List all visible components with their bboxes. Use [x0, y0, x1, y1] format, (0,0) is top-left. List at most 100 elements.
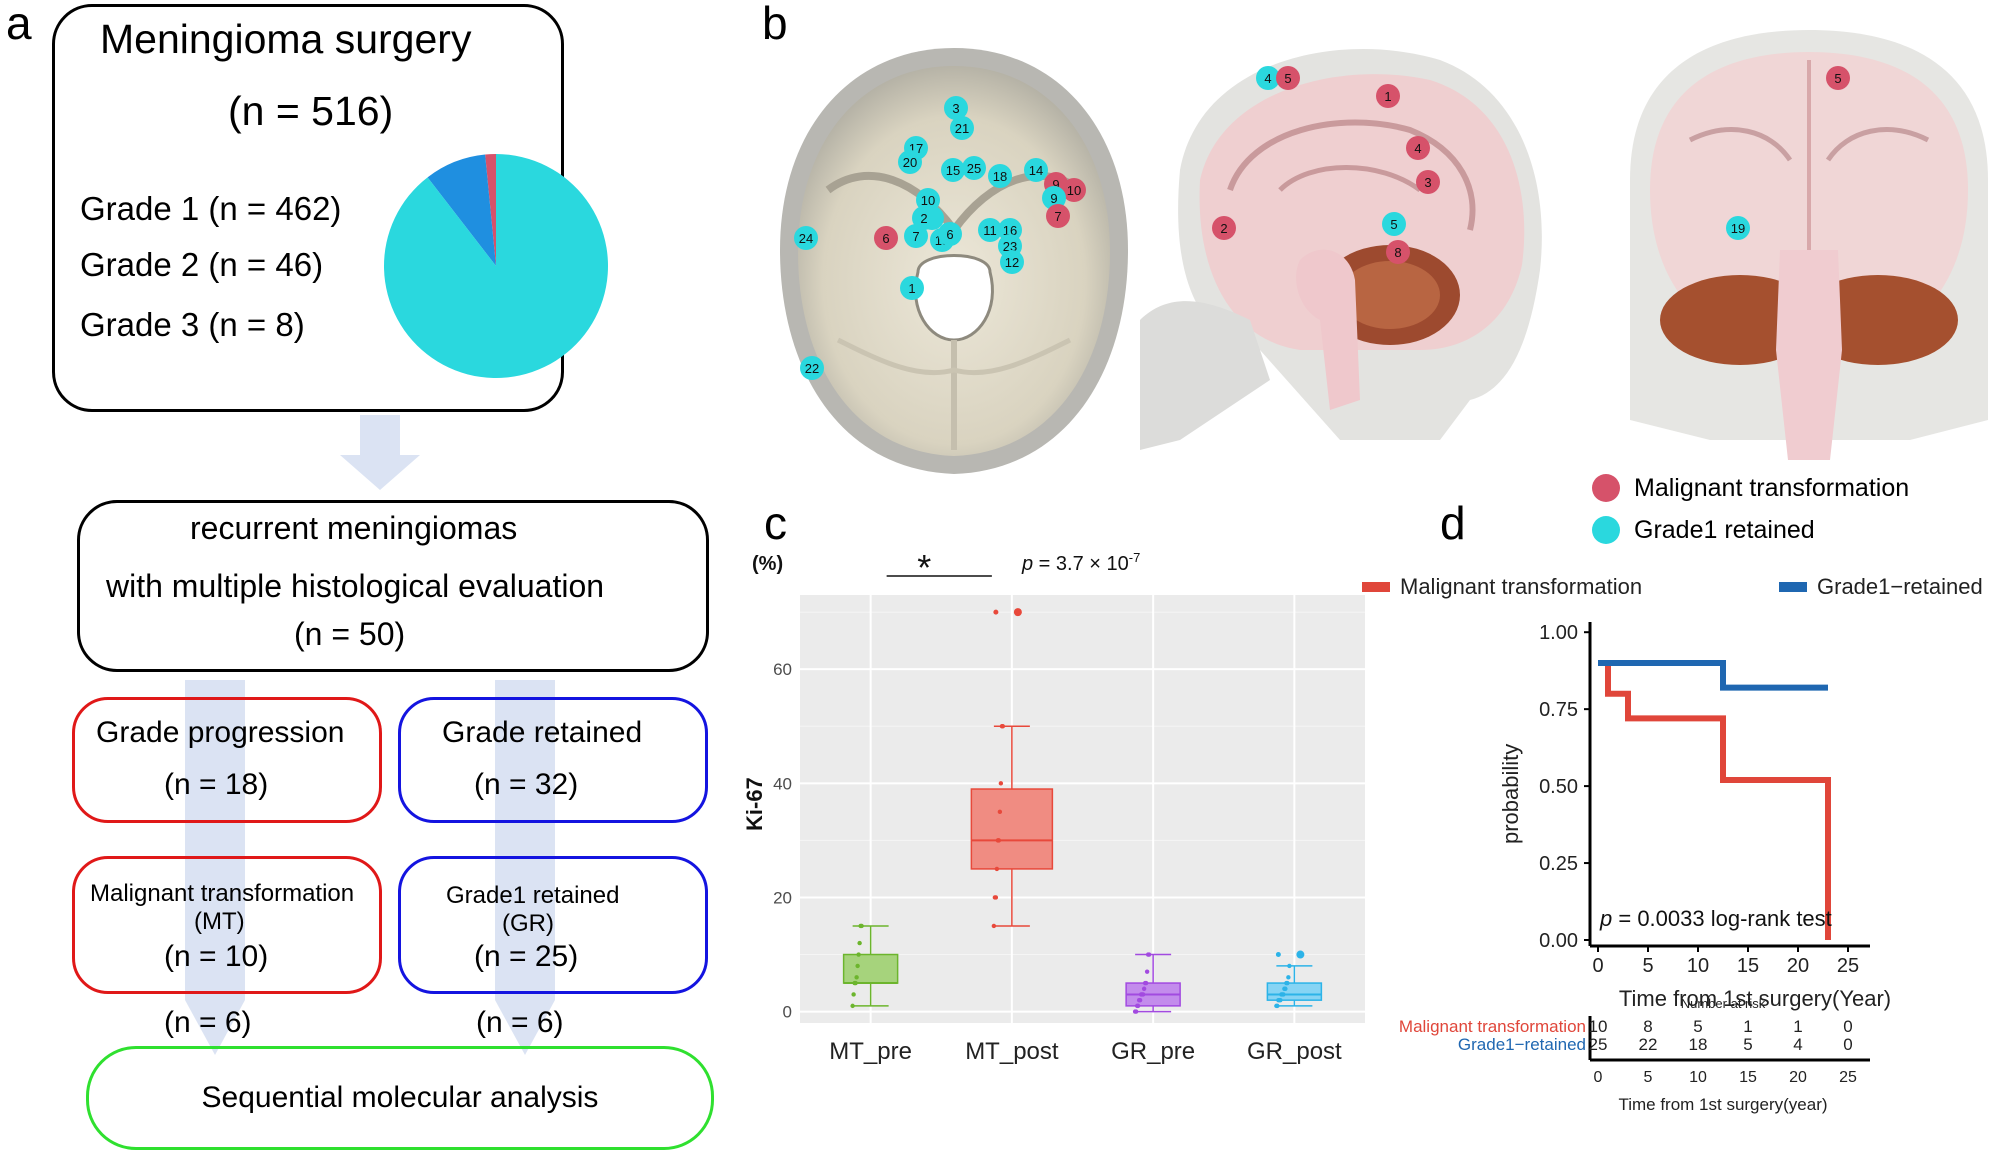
y-tick-label: 60	[773, 660, 792, 679]
x-axis-label: Time from 1st surgery(Year)	[1619, 986, 1891, 1011]
grade-retained-title: Grade retained	[442, 716, 643, 749]
grade1-label: Grade 1 (n = 462)	[80, 190, 342, 227]
data-point	[1285, 980, 1290, 986]
sagittal-marker-circle	[1276, 66, 1300, 90]
data-point	[994, 866, 1000, 872]
axial-marker-label: 22	[805, 361, 819, 376]
axial-marker-label: 2	[920, 211, 927, 226]
y-tick-label: 20	[773, 888, 792, 907]
axial-marker-label: 11	[983, 223, 997, 238]
surgery-count: (n = 516)	[228, 88, 394, 134]
legend-malignant-marker	[1592, 474, 1620, 502]
data-point	[1135, 1003, 1141, 1009]
sagittal-marker-label: 3	[1424, 175, 1431, 190]
risk-count-mt: 8	[1643, 1017, 1652, 1036]
data-point	[1143, 980, 1149, 986]
grade1-retained-box	[398, 856, 708, 994]
risk-x-tick-label: 15	[1739, 1069, 1757, 1086]
axial-marker-label: 21	[955, 121, 969, 136]
axial-marker-label: 10	[1067, 183, 1081, 198]
risk-x-axis-label: Time from 1st surgery(year)	[1618, 1095, 1827, 1114]
sagittal-marker-label: 2	[1220, 221, 1227, 236]
grade-progression-box	[72, 697, 382, 823]
data-point	[1287, 963, 1292, 969]
data-point	[1283, 986, 1288, 991]
legend-malignant-label: Malignant transformation	[1634, 474, 1910, 502]
y-tick-label: 40	[773, 774, 792, 793]
coronal-marker-circle	[1726, 216, 1750, 240]
significance-star: *	[917, 547, 931, 588]
data-point	[850, 1003, 855, 1009]
axial-marker-circle	[800, 356, 824, 380]
gr-abbr: (GR)	[502, 910, 554, 937]
axial-marker-circle	[1042, 186, 1066, 210]
grade-pie-chart	[384, 154, 608, 379]
axial-marker-circle	[988, 164, 1012, 188]
x-tick-label: GR_pre	[1111, 1038, 1195, 1065]
pie-slice-grade2	[427, 154, 496, 266]
axial-marker-circle	[900, 276, 924, 300]
legend-mt-label: Malignant transformation	[1400, 574, 1642, 599]
x-tick-label: 0	[1592, 955, 1603, 977]
axial-marker-circle	[1062, 178, 1086, 202]
risk-count-mt: 0	[1843, 1017, 1852, 1036]
data-point	[857, 940, 862, 946]
box-body	[842, 953, 899, 984]
outlier-point	[1296, 950, 1305, 959]
data-point	[859, 923, 864, 929]
axial-marker-label: 14	[1029, 163, 1043, 178]
risk-count-gr: 25	[1589, 1035, 1608, 1054]
gr-survival-curve	[1598, 659, 1828, 691]
data-point	[854, 975, 859, 980]
axial-marker-circle	[1046, 204, 1070, 228]
y-axis-label: Ki-67	[742, 777, 767, 831]
axial-marker-label: 25	[967, 161, 981, 176]
axial-marker-circle	[904, 224, 928, 248]
mt-count: (n = 10)	[164, 940, 269, 973]
outlier-point	[1013, 608, 1022, 617]
legend-grade1-marker	[1592, 516, 1620, 544]
axial-marker-label: 12	[1005, 255, 1019, 270]
panel-b-legend-markers	[1592, 474, 1620, 544]
risk-count-gr: 0	[1843, 1035, 1852, 1054]
sagittal-marker-circle	[1256, 66, 1280, 90]
axial-marker-circle	[950, 116, 974, 140]
risk-count-mt: 1	[1743, 1017, 1752, 1036]
y-tick-label: 0	[783, 1003, 792, 1022]
axial-skull-base-image: 3211720152518149109710827613624111623121…	[780, 48, 1128, 474]
x-tick-label: 10	[1687, 955, 1709, 977]
sagittal-marker-label: 5	[1390, 217, 1397, 232]
axial-marker-label: 7	[1054, 209, 1061, 224]
sagittal-marker-label: 8	[1394, 245, 1401, 260]
data-point	[851, 992, 856, 997]
risk-count-gr: 5	[1743, 1035, 1752, 1054]
coronal-brain-image: 519	[1630, 30, 1988, 460]
recurrent-box	[77, 500, 709, 672]
risk-count-gr: 22	[1639, 1035, 1658, 1054]
coronal-marker-circle	[1826, 66, 1850, 90]
sagittal-marker-circle	[1406, 136, 1430, 160]
panel-d-letter: d	[1440, 497, 1466, 549]
risk-table-title: Number at risk	[1681, 996, 1766, 1011]
coronal-marker-label: 5	[1834, 71, 1841, 86]
data-point	[1286, 975, 1291, 980]
recurrent-line2: with multiple histological evaluation	[106, 568, 605, 604]
risk-x-tick-label: 0	[1594, 1069, 1603, 1086]
panel-c-letter: c	[764, 497, 787, 549]
x-tick-label: 5	[1642, 955, 1653, 977]
axial-marker-label: 15	[946, 163, 960, 178]
outlier-point	[1275, 952, 1281, 958]
axial-marker-circle	[898, 150, 922, 174]
data-point	[997, 809, 1003, 815]
axial-marker-label: 6	[946, 227, 953, 242]
x-tick-label: 25	[1837, 955, 1859, 977]
data-point	[856, 952, 861, 957]
axial-marker-circle	[941, 158, 965, 182]
sagittal-marker-label: 1	[1384, 89, 1391, 104]
axial-marker-label: 10	[921, 193, 935, 208]
panel-b-letter: b	[762, 0, 788, 49]
axial-marker-circle	[1024, 158, 1048, 182]
data-point	[1278, 997, 1283, 1003]
data-point	[1146, 952, 1152, 957]
